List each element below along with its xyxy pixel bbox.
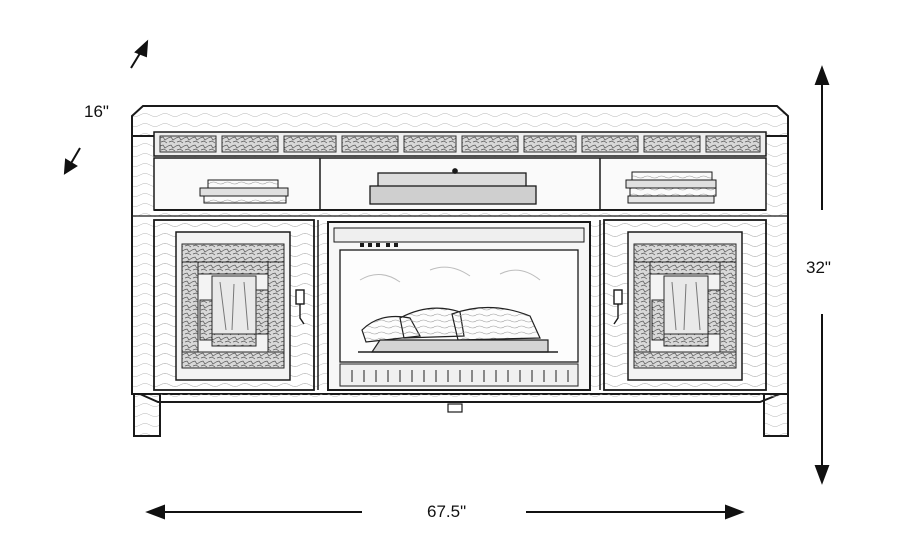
fireplace-insert xyxy=(327,220,601,391)
fireplace-log-icon xyxy=(358,306,558,353)
depth-arrow-icon xyxy=(63,39,149,175)
height-arrow-icon xyxy=(814,65,830,485)
fireplace-controls xyxy=(360,243,398,247)
right-door xyxy=(603,219,767,391)
books-left xyxy=(199,179,289,204)
leg-right xyxy=(763,393,789,437)
door-handle-icon xyxy=(295,289,305,325)
base-plinth xyxy=(132,393,789,437)
books-right xyxy=(625,171,717,204)
door-handle-icon xyxy=(613,289,623,325)
right-door-mosaic xyxy=(633,243,737,369)
furniture-body xyxy=(131,105,789,437)
stone-tiles xyxy=(159,135,761,153)
depth-dimension-label: 16" xyxy=(84,102,109,121)
soundbar xyxy=(369,168,537,205)
leg-left xyxy=(133,393,161,437)
left-door-mosaic xyxy=(181,243,285,369)
width-dimension-label: 67.5" xyxy=(427,502,467,521)
width-arrow-icon xyxy=(145,504,745,520)
height-dimension-label: 32" xyxy=(806,258,831,277)
left-door xyxy=(153,219,319,391)
fireplace-grille xyxy=(339,363,579,387)
